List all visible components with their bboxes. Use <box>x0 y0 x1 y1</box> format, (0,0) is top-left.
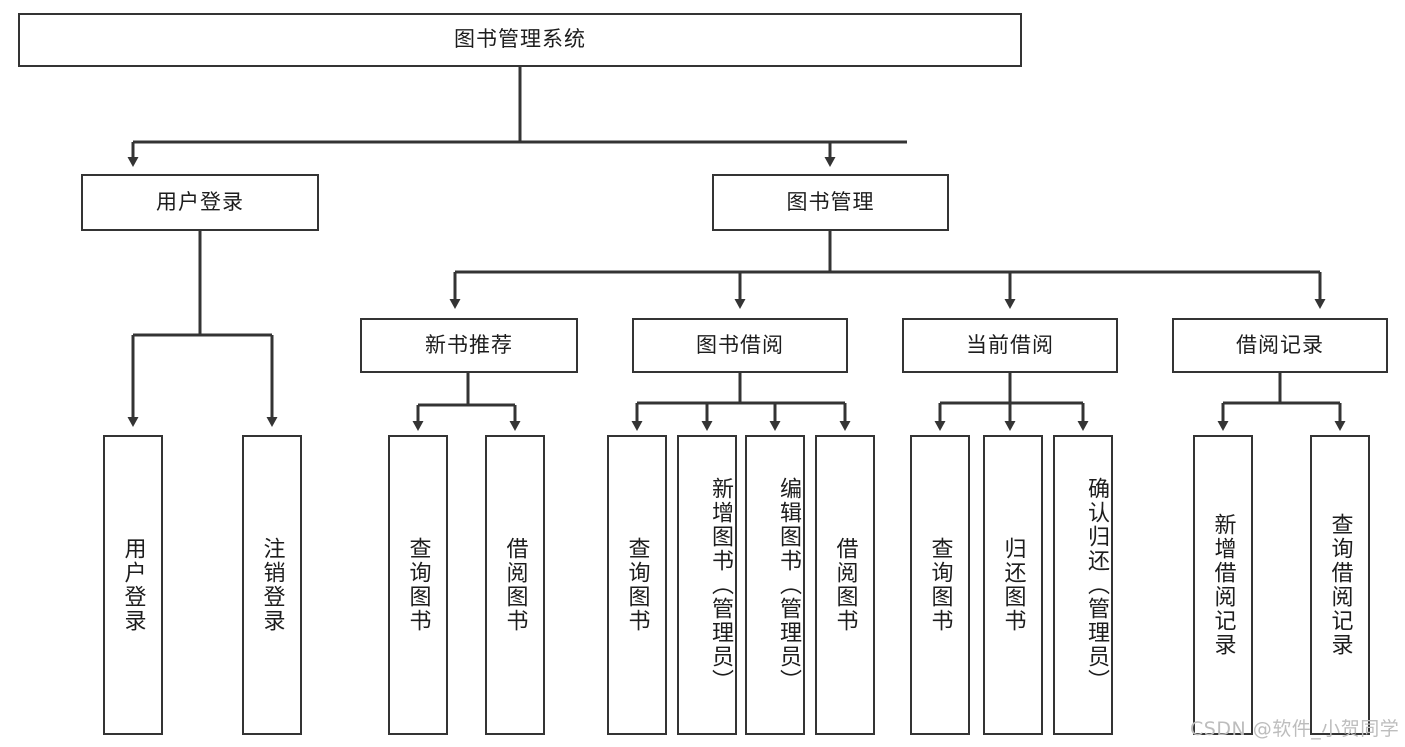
leaf-book-borrow-query[interactable]: 查询图书 <box>607 435 667 735</box>
leaf-current-borrow-confirm-return[interactable]: 确认归还（管理员） <box>1053 435 1113 735</box>
node-new-book-recommend[interactable]: 新书推荐 <box>360 318 578 373</box>
leaf-borrow-record-add[interactable]: 新增借阅记录 <box>1193 435 1253 735</box>
leaf-new-book-query[interactable]: 查询图书 <box>388 435 448 735</box>
leaf-current-borrow-return[interactable]: 归还图书 <box>983 435 1043 735</box>
node-user-login[interactable]: 用户登录 <box>81 174 319 231</box>
leaf-book-borrow-edit[interactable]: 编辑图书（管理员） <box>745 435 805 735</box>
node-book-management[interactable]: 图书管理 <box>712 174 949 231</box>
node-root[interactable]: 图书管理系统 <box>18 13 1022 67</box>
leaf-user-login-logout[interactable]: 注销登录 <box>242 435 302 735</box>
leaf-user-login-login[interactable]: 用户登录 <box>103 435 163 735</box>
leaf-book-borrow-add[interactable]: 新增图书（管理员） <box>677 435 737 735</box>
watermark-text: CSDN @软件_小贺同学 <box>1190 718 1400 740</box>
node-current-borrow[interactable]: 当前借阅 <box>902 318 1118 373</box>
leaf-book-borrow-borrow[interactable]: 借阅图书 <box>815 435 875 735</box>
node-book-borrow[interactable]: 图书借阅 <box>632 318 848 373</box>
leaf-current-borrow-query[interactable]: 查询图书 <box>910 435 970 735</box>
leaf-borrow-record-query[interactable]: 查询借阅记录 <box>1310 435 1370 735</box>
leaf-new-book-borrow[interactable]: 借阅图书 <box>485 435 545 735</box>
node-borrow-record[interactable]: 借阅记录 <box>1172 318 1388 373</box>
